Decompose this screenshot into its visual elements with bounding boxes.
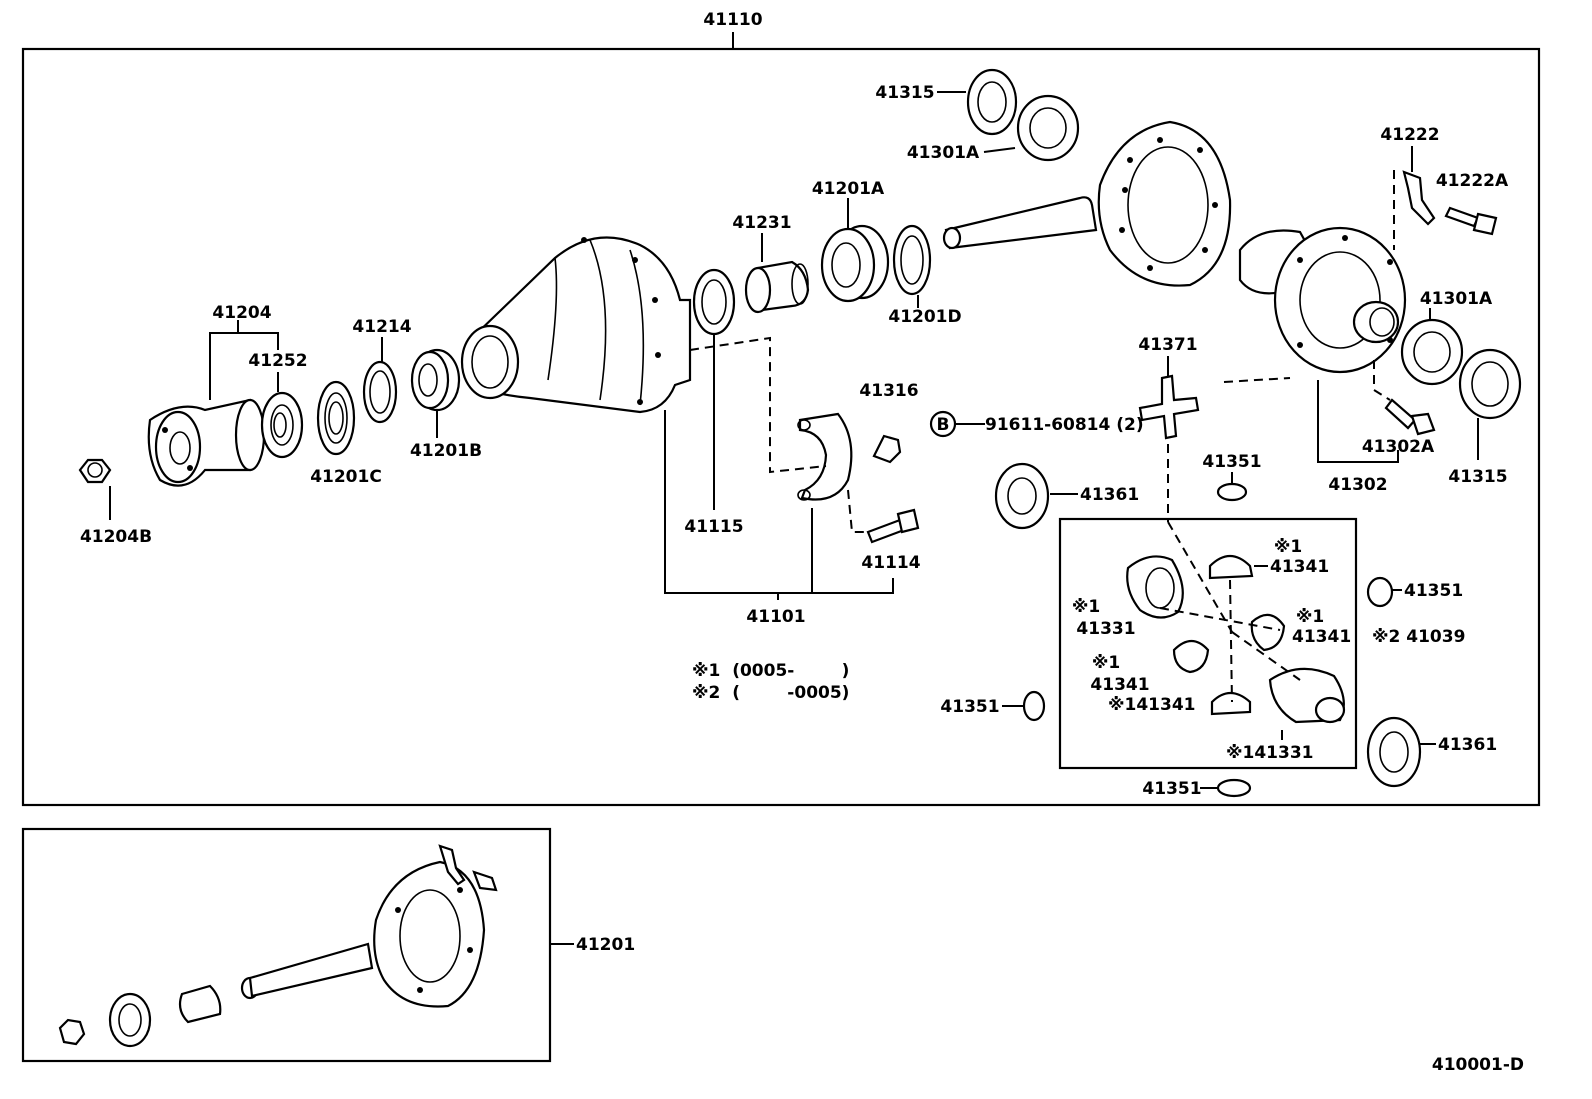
label-41351-d: 41351 xyxy=(1142,779,1201,799)
pinion-gear-41341-a xyxy=(1208,554,1254,580)
differential-case-41302 xyxy=(1238,226,1407,374)
bearing-41301A-top xyxy=(1016,94,1080,162)
thrust-washer-41351-d xyxy=(1216,778,1252,798)
oil-seal-41201C xyxy=(316,380,356,456)
label-41201D: 41201D xyxy=(888,307,961,327)
svg-text:B: B xyxy=(937,415,950,435)
assembly-number-41110: 41110 xyxy=(703,10,762,30)
label-41201C: 41201C xyxy=(310,467,382,487)
label-91611-60814: 91611-60814 (2) xyxy=(985,415,1144,435)
label-41301A-top: 41301A xyxy=(907,143,980,163)
pinion-gear-41341-b xyxy=(1250,613,1286,652)
bearing-cap xyxy=(797,412,853,501)
thrust-washer-41351-c xyxy=(1022,690,1046,722)
companion-flange-41204 xyxy=(147,398,266,487)
label-41315-top: 41315 xyxy=(875,83,934,103)
label-41115: 41115 xyxy=(684,517,743,537)
thrust-washer-41351-a xyxy=(1216,482,1248,502)
label-41201B: 41201B xyxy=(410,441,482,461)
bearing-41201B xyxy=(410,348,461,412)
applicability-note-1: ※1 (0005- ) xyxy=(692,661,849,681)
label-41201: 41201 xyxy=(576,935,635,955)
bearing-41201A xyxy=(820,224,890,303)
side-gear-41331-a xyxy=(1126,555,1184,619)
label-41315-right: 41315 xyxy=(1448,467,1507,487)
washer-41201D xyxy=(892,224,932,296)
label-41204B: 41204B xyxy=(80,527,152,547)
differential-carrier-41101 xyxy=(460,236,692,414)
label-41302A: 41302A xyxy=(1362,437,1435,457)
label-41371: 41371 xyxy=(1138,335,1197,355)
collapsible-spacer-41231 xyxy=(744,260,810,314)
bearing-41315-right xyxy=(1458,348,1522,420)
label-41341-a: 41341 xyxy=(1270,557,1329,577)
label-41039: ※2 41039 xyxy=(1372,627,1465,647)
lock-plate-41222 xyxy=(1402,170,1436,226)
thrust-washer-41351-b xyxy=(1366,576,1394,608)
bolt-41222A xyxy=(1444,206,1498,236)
bearing-41315-top xyxy=(966,68,1018,136)
label-41341-a-mark: ※1 xyxy=(1274,537,1302,557)
oil-seal-41115 xyxy=(692,268,736,336)
thrust-washer-41361-b xyxy=(1366,716,1422,788)
label-41351-b: 41351 xyxy=(1404,581,1463,601)
label-41222A: 41222A xyxy=(1436,171,1509,191)
label-41361-b: 41361 xyxy=(1438,735,1497,755)
subassembly-41201-parts xyxy=(58,844,498,1048)
label-41302: 41302 xyxy=(1328,475,1387,495)
label-41204: 41204 xyxy=(212,303,271,323)
thrust-washer-41361-a xyxy=(994,462,1050,530)
label-41341-b: 41341 xyxy=(1292,627,1351,647)
label-41351-c: 41351 xyxy=(940,697,999,717)
label-41101: 41101 xyxy=(746,607,805,627)
oil-deflector-41252 xyxy=(260,391,304,459)
label-41341-c: 41341 xyxy=(1090,675,1149,695)
shim-washer-41214 xyxy=(362,360,398,424)
bolt-41302A xyxy=(1384,398,1436,436)
applicability-note-2: ※2 ( -0005) xyxy=(692,683,849,703)
label-41114: 41114 xyxy=(861,553,920,573)
companion-flange-nut-41204B xyxy=(78,458,112,520)
main-assembly-frame xyxy=(21,47,1541,807)
label-41331-mark: ※1 xyxy=(1072,597,1100,617)
label-41252: 41252 xyxy=(248,351,307,371)
drawing-number: 410001-D xyxy=(1432,1055,1524,1075)
ring-gear-pinion xyxy=(942,120,1232,287)
lock-plate-41316 xyxy=(872,434,902,464)
label-41331-b: ※141331 xyxy=(1226,743,1314,763)
bolt-41114 xyxy=(866,508,920,544)
bolt-reference-marker: B xyxy=(929,410,957,438)
label-41361-a: 41361 xyxy=(1080,485,1139,505)
label-41341-d: ※141341 xyxy=(1108,695,1196,715)
label-41201A: 41201A xyxy=(812,179,885,199)
differential-gear-kit-frame xyxy=(1058,517,1358,770)
label-41341-b-mark: ※1 xyxy=(1296,607,1324,627)
pinion-shaft-cross-41371 xyxy=(1138,374,1200,440)
label-41331: 41331 xyxy=(1076,619,1135,639)
label-41341-c-mark: ※1 xyxy=(1092,653,1120,673)
label-41214: 41214 xyxy=(352,317,411,337)
label-41231: 41231 xyxy=(732,213,791,233)
label-41351-a: 41351 xyxy=(1202,452,1261,472)
label-41316: 41316 xyxy=(859,381,918,401)
label-41301A-right: 41301A xyxy=(1420,289,1493,309)
pinion-gear-41341-d xyxy=(1210,691,1252,716)
bearing-41301A-right xyxy=(1400,318,1464,386)
side-gear-41331-b xyxy=(1268,667,1346,724)
pinion-gear-41341-c xyxy=(1172,639,1210,674)
label-41222: 41222 xyxy=(1380,125,1439,145)
